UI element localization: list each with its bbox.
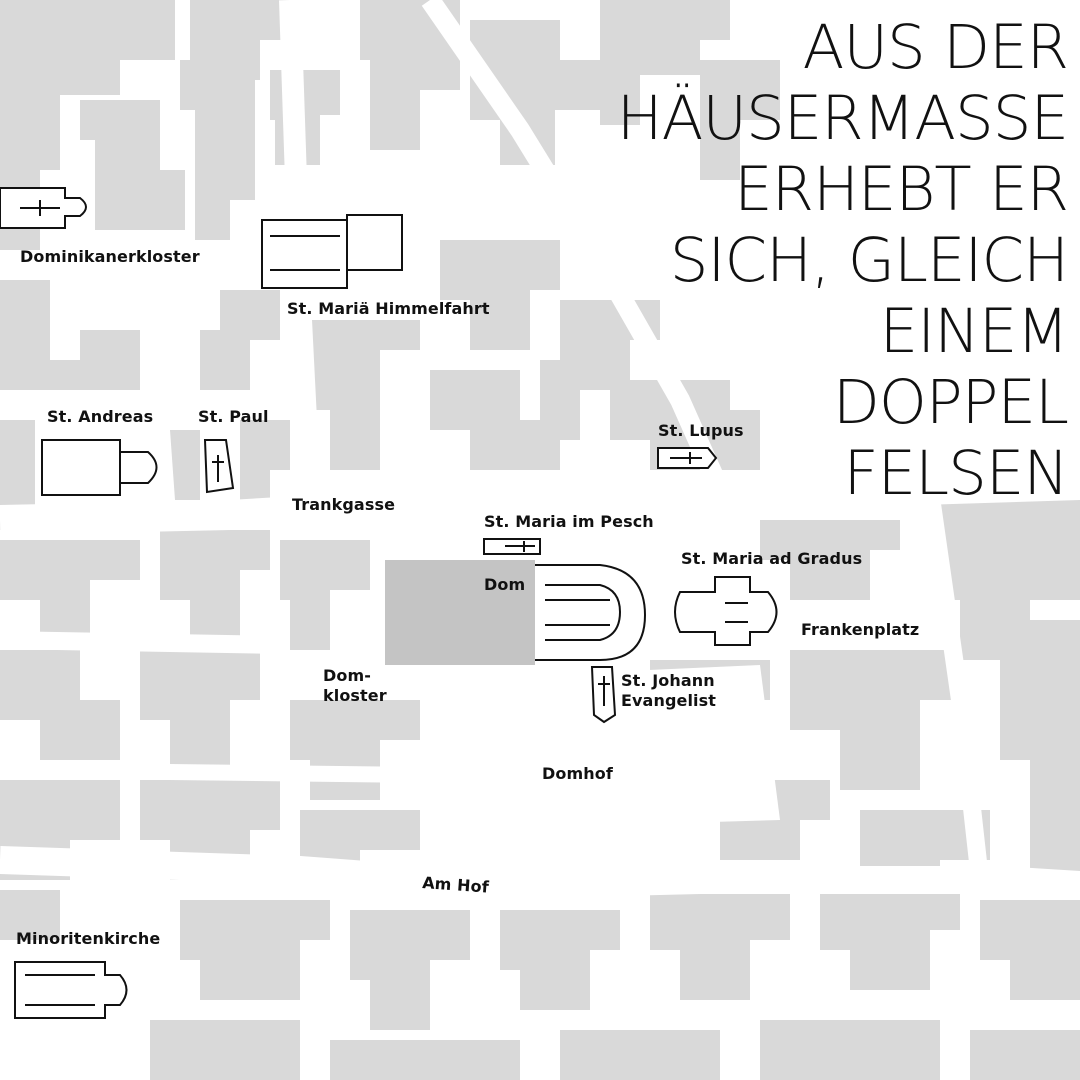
building-block [300, 320, 420, 470]
street-west-mid [0, 631, 281, 654]
building-block [240, 420, 290, 510]
building-block [650, 890, 790, 1000]
label-st-maria-im-pesch: St. Maria im Pesch [484, 512, 654, 531]
street-north-south [279, 0, 321, 501]
st-paul-plan [203, 439, 235, 494]
building-block [970, 1030, 1080, 1080]
dom-west-block [385, 560, 535, 665]
label-st-paul: St. Paul [198, 407, 269, 426]
building-block [150, 1020, 300, 1080]
headline-line: SICH, GLEICH [669, 225, 1069, 296]
street-east [921, 488, 989, 881]
building-block [760, 1020, 940, 1080]
building-block [170, 430, 200, 500]
building-block [200, 290, 280, 390]
building-block [180, 60, 255, 240]
st-maria-ad-gradus-plan [674, 576, 778, 646]
label-st-johann-evangelist: St. Johann Evangelist [621, 671, 716, 710]
label-st-andreas: St. Andreas [47, 407, 154, 426]
headline-line: HÄUSERMASSE [616, 83, 1069, 154]
label-st-mariae-himmelfahrt: St. Mariä Himmelfahrt [287, 299, 490, 318]
headline-line: DOPPEL [832, 367, 1069, 438]
building-block [140, 650, 260, 770]
label-dominikanerkloster: Dominikanerkloster [20, 247, 200, 266]
building-block [700, 60, 780, 180]
headline-line: FELSEN [843, 438, 1069, 509]
label-trankgasse: Trankgasse [292, 495, 396, 514]
building-block [180, 900, 330, 1000]
building-block [0, 540, 140, 640]
label-frankenplatz: Frankenplatz [801, 620, 920, 639]
label-minoritenkirche: Minoritenkirche [16, 929, 161, 948]
label-st-maria-ad-gradus: St. Maria ad Gradus [681, 549, 863, 568]
st-andreas-plan [41, 439, 158, 496]
st-lupus-plan [657, 447, 718, 469]
label-domhof: Domhof [542, 764, 613, 783]
building-block [600, 0, 730, 125]
street-north-diagonal [421, 0, 730, 495]
building-block [560, 1030, 720, 1080]
building-block [330, 1040, 520, 1080]
street-trankgasse [0, 470, 1080, 535]
building-block [860, 810, 990, 880]
headline-line: ERHEBT ER [734, 154, 1069, 225]
dom-choir-inner [545, 584, 622, 641]
building-block [0, 0, 175, 170]
headline-line: EINEM [879, 296, 1069, 367]
building-block [290, 700, 420, 800]
dom-choir-outline [535, 564, 647, 661]
building-block [0, 280, 140, 390]
building-block [280, 540, 370, 650]
building-block [980, 900, 1080, 1000]
label-dom: Dom [484, 575, 526, 594]
building-block [350, 910, 470, 1030]
domhof-square [430, 665, 780, 830]
street-west-low [0, 762, 421, 783]
building-block [760, 520, 900, 600]
building-block [440, 240, 560, 350]
street-am-hof [0, 846, 1080, 900]
building-block [80, 100, 185, 230]
building-block [1000, 620, 1080, 880]
headline: AUS DER HÄUSERMASSE ERHEBT ER SICH, GLEI… [448, 12, 1069, 509]
st-mariae-himmelfahrt-plan [261, 214, 403, 289]
minoritenkirche-plan [14, 961, 128, 1019]
building-block [470, 20, 600, 165]
dom-plan [535, 564, 647, 661]
building-block [160, 530, 270, 640]
building-block [790, 650, 960, 790]
building-block [540, 300, 660, 440]
label-domkloster: Dom- kloster [323, 666, 387, 705]
building-block [820, 890, 960, 990]
label-st-lupus: St. Lupus [658, 421, 744, 440]
dominikanerkloster-plan [0, 187, 87, 229]
building-block [0, 890, 60, 940]
st-johann-evangelist-plan [590, 666, 617, 724]
building-block [500, 910, 620, 1010]
building-block [940, 500, 1080, 660]
building-block [430, 370, 560, 470]
building-block [0, 420, 35, 530]
streets [0, 0, 1080, 885]
building-block [0, 650, 120, 760]
headline-line: AUS DER [802, 12, 1069, 83]
building-block [360, 0, 460, 150]
st-maria-im-pesch-plan [483, 538, 541, 555]
